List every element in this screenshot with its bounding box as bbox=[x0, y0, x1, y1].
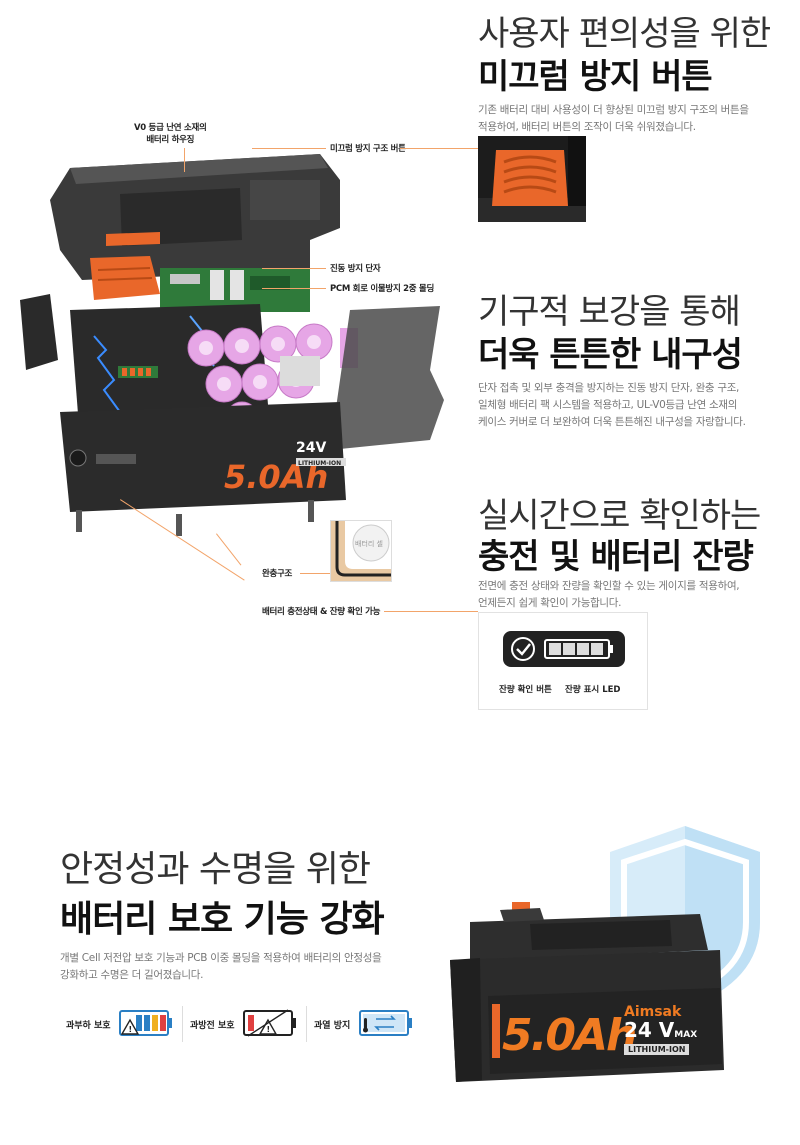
product-capacity: 5.0Ah bbox=[502, 1010, 637, 1061]
product-type: LITHIUM-ION bbox=[624, 1044, 690, 1055]
gauge-panel bbox=[503, 631, 625, 667]
section1-desc-line: 적용하여, 배터리 버튼의 조작이 더욱 쉬워졌습니다. bbox=[478, 121, 696, 133]
protection-divider bbox=[306, 1006, 307, 1042]
svg-text:!: ! bbox=[267, 1025, 271, 1034]
section3-title-light: 실시간으로 확인하는 bbox=[478, 496, 761, 536]
section4-title-light: 안정성과 수명을 위한 bbox=[60, 849, 371, 890]
section3-description: 전면에 충전 상태와 잔량을 확인할 수 있는 게이지를 적용하여, 언제든지 … bbox=[478, 578, 778, 612]
callout-button-leader bbox=[252, 148, 326, 149]
section1-desc-line: 기존 배터리 대비 사용성이 더 향상된 미끄럼 방지 구조의 버튼을 bbox=[478, 104, 749, 116]
protection-label-overdischarge: 과방전 보호 bbox=[190, 1021, 235, 1031]
section2-title-bold: 더욱 튼튼한 내구성 bbox=[478, 335, 743, 375]
callout-charge-leader bbox=[384, 611, 478, 612]
overdischarge-battery-icon: ! bbox=[242, 1008, 298, 1038]
callout-terminal-leader bbox=[262, 268, 326, 269]
gauge-button-label: 잔량 확인 버튼 bbox=[499, 685, 552, 695]
exploded-battery-illustration: 5.0Ah 24V LITHIUM-ION bbox=[10, 140, 450, 560]
section2-desc-line: 일체형 배터리 팩 시스템을 적용하고, UL-V0등급 난연 소재의 bbox=[478, 399, 738, 411]
callout-button-leader-right bbox=[400, 148, 478, 149]
svg-text:!: ! bbox=[129, 1025, 133, 1034]
overload-battery-icon: ! bbox=[118, 1008, 174, 1038]
product-brand: Aimsak bbox=[624, 1004, 682, 1020]
section4-description: 개별 Cell 저전압 보호 기능과 PCB 이중 몰딩을 적용하여 배터리의 … bbox=[60, 950, 440, 984]
protection-label-overheat: 과열 방지 bbox=[314, 1021, 351, 1031]
svg-text:24V: 24V bbox=[296, 440, 326, 456]
overheat-battery-icon bbox=[358, 1008, 414, 1038]
section3-desc-line: 언제든지 쉽게 확인이 가능합니다. bbox=[478, 597, 622, 609]
section2-desc-line: 케이스 커버로 더 보완하여 더욱 튼튼해진 내구성을 자랑합니다. bbox=[478, 416, 746, 428]
svg-text:LITHIUM-ION: LITHIUM-ION bbox=[298, 460, 341, 467]
section2-description: 단자 접촉 및 외부 충격을 방지하는 진동 방지 단자, 완충 구조, 일체형… bbox=[478, 380, 778, 431]
section2-desc-line: 단자 접촉 및 외부 충격을 방지하는 진동 방지 단자, 완충 구조, bbox=[478, 382, 740, 394]
gauge-led-label: 잔량 표시 LED bbox=[565, 685, 621, 695]
product-voltage-main: 24 V bbox=[624, 1018, 675, 1042]
callout-pcm-molding: PCM 회로 이물방지 2중 몰딩 bbox=[330, 284, 434, 294]
callout-housing-line1: V0 등급 난연 소재의 bbox=[134, 123, 207, 133]
callout-housing-line2: 배터리 하우징 bbox=[146, 135, 195, 145]
section3-desc-line: 전면에 충전 상태와 잔량을 확인할 수 있는 게이지를 적용하여, bbox=[478, 580, 740, 592]
callout-cushion: 완충구조 bbox=[262, 569, 293, 579]
section2-title-light: 기구적 보강을 통해 bbox=[478, 292, 741, 332]
callout-housing: V0 등급 난연 소재의 배터리 하우징 bbox=[134, 122, 207, 146]
section1-title-light: 사용자 편의성을 위한 bbox=[478, 14, 771, 54]
cell-label: 배터리 셀 bbox=[355, 540, 383, 548]
callout-anti-slip-button: 미끄럼 방지 구조 버튼 bbox=[330, 144, 406, 154]
section4-desc-line: 개별 Cell 저전압 보호 기능과 PCB 이중 몰딩을 적용하여 배터리의 … bbox=[60, 952, 382, 964]
gauge-card: 잔량 확인 버튼 잔량 표시 LED bbox=[478, 612, 648, 710]
section1-description: 기존 배터리 대비 사용성이 더 향상된 미끄럼 방지 구조의 버튼을 적용하여… bbox=[478, 102, 778, 136]
callout-cushion-leader bbox=[300, 573, 330, 574]
section1-title-bold: 미끄럼 방지 버튼 bbox=[478, 57, 713, 97]
section4-title-bold: 배터리 보호 기능 강화 bbox=[60, 899, 385, 940]
anti-slip-button-closeup bbox=[478, 136, 586, 222]
battery-product-image: 5.0Ah Aimsak 24 VMAX LITHIUM-ION bbox=[440, 900, 740, 1090]
callout-housing-leader bbox=[184, 148, 185, 172]
callout-charge-status: 배터리 충전상태 & 잔량 확인 가능 bbox=[262, 607, 381, 617]
product-voltage: 24 VMAX bbox=[624, 1018, 697, 1042]
product-voltage-sub: MAX bbox=[674, 1030, 698, 1040]
section3-title-bold: 충전 및 배터리 잔량 bbox=[478, 537, 754, 577]
callout-pcm-leader bbox=[262, 288, 326, 289]
protection-divider bbox=[182, 1006, 183, 1042]
protection-label-overload: 과부하 보호 bbox=[66, 1021, 111, 1031]
cushion-structure-inset: 배터리 셀 bbox=[330, 520, 392, 582]
callout-vibration-terminal: 진동 방지 단자 bbox=[330, 264, 381, 274]
section4-desc-line: 강화하고 수명은 더 길어졌습니다. bbox=[60, 969, 204, 981]
